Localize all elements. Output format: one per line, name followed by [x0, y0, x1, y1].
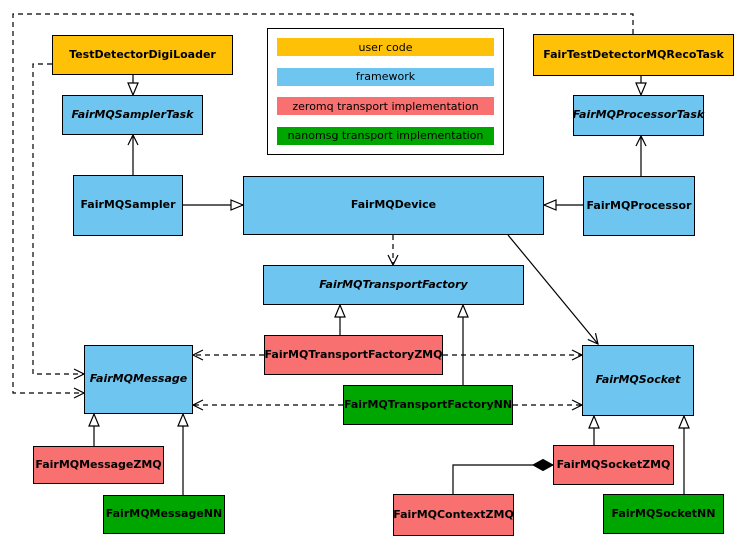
node-label: FairMQTransportFactoryZMQ	[264, 347, 443, 361]
node-fairmqsamplertask: FairMQSamplerTask	[62, 95, 203, 135]
node-fairmqtransportfactorynn: FairMQTransportFactoryNN	[343, 385, 513, 425]
node-fairmqsocketzmq: FairMQSocketZMQ	[553, 445, 674, 485]
node-label: FairMQSamplerTask	[71, 107, 194, 121]
node-label: FairMQTransportFactoryNN	[343, 397, 513, 411]
edge-dependency-testdetectordigiloader-to-fairmqmessage	[32, 63, 86, 380]
node-label: FairMQMessageZMQ	[35, 457, 162, 471]
node-fairmqprocessortask: FairMQProcessorTask	[573, 95, 704, 136]
node-label: TestDetectorDigiLoader	[69, 47, 216, 61]
node-fairmqtransportfactory: FairMQTransportFactory	[263, 265, 524, 305]
node-fairtestdetectormqrecotask: FairTestDetectorMQRecoTask	[533, 34, 734, 76]
node-label: FairMQSocket	[595, 373, 681, 387]
node-testdetectordigiloader: TestDetectorDigiLoader	[52, 35, 233, 75]
node-label: FairMQMessage	[89, 372, 188, 386]
node-fairmqdevice: FairMQDevice	[243, 176, 544, 235]
node-label: FairMQProcessorTask	[572, 108, 705, 122]
edge-association-fairmqdevice-to-fairmqsocket	[507, 234, 599, 346]
node-label: FairMQSocketNN	[611, 506, 716, 520]
legend-box: user code framework zeromq transport imp…	[267, 28, 504, 155]
node-fairmqsampler: FairMQSampler	[73, 175, 183, 236]
node-label: FairTestDetectorMQRecoTask	[543, 47, 724, 61]
node-label: FairMQProcessor	[586, 198, 692, 212]
node-fairmqmessage: FairMQMessage	[84, 345, 193, 414]
node-fairmqsocketnn: FairMQSocketNN	[603, 494, 724, 534]
node-fairmqmessagezmq: FairMQMessageZMQ	[33, 446, 164, 484]
node-label: FairMQSocketZMQ	[556, 457, 671, 471]
legend-item-nanomsg: nanomsg transport implementation	[277, 126, 494, 145]
legend-item-user-code: user code	[277, 38, 494, 56]
node-label: FairMQDevice	[350, 198, 437, 212]
node-fairmqmessagenn: FairMQMessageNN	[103, 495, 225, 534]
node-label: FairMQTransportFactory	[319, 277, 468, 291]
legend-item-framework: framework	[277, 67, 494, 86]
node-label: FairMQSampler	[80, 198, 176, 212]
legend-item-zeromq: zeromq transport implementation	[277, 97, 494, 116]
node-label: FairMQMessageNN	[105, 507, 223, 521]
node-fairmqprocessor: FairMQProcessor	[583, 176, 695, 236]
node-fairmqtransportfactoryzmq: FairMQTransportFactoryZMQ	[264, 335, 443, 375]
edge-composition-fairmqcontextzmq-to-fairmqsocketzmq	[452, 458, 555, 494]
node-fairmqsocket: FairMQSocket	[582, 345, 694, 416]
node-label: FairMQContextZMQ	[393, 507, 514, 521]
node-fairmqcontextzmq: FairMQContextZMQ	[393, 494, 514, 536]
edge-dependency-fairtestdetectormqrecotask-to-fairmqmessage	[12, 13, 634, 399]
